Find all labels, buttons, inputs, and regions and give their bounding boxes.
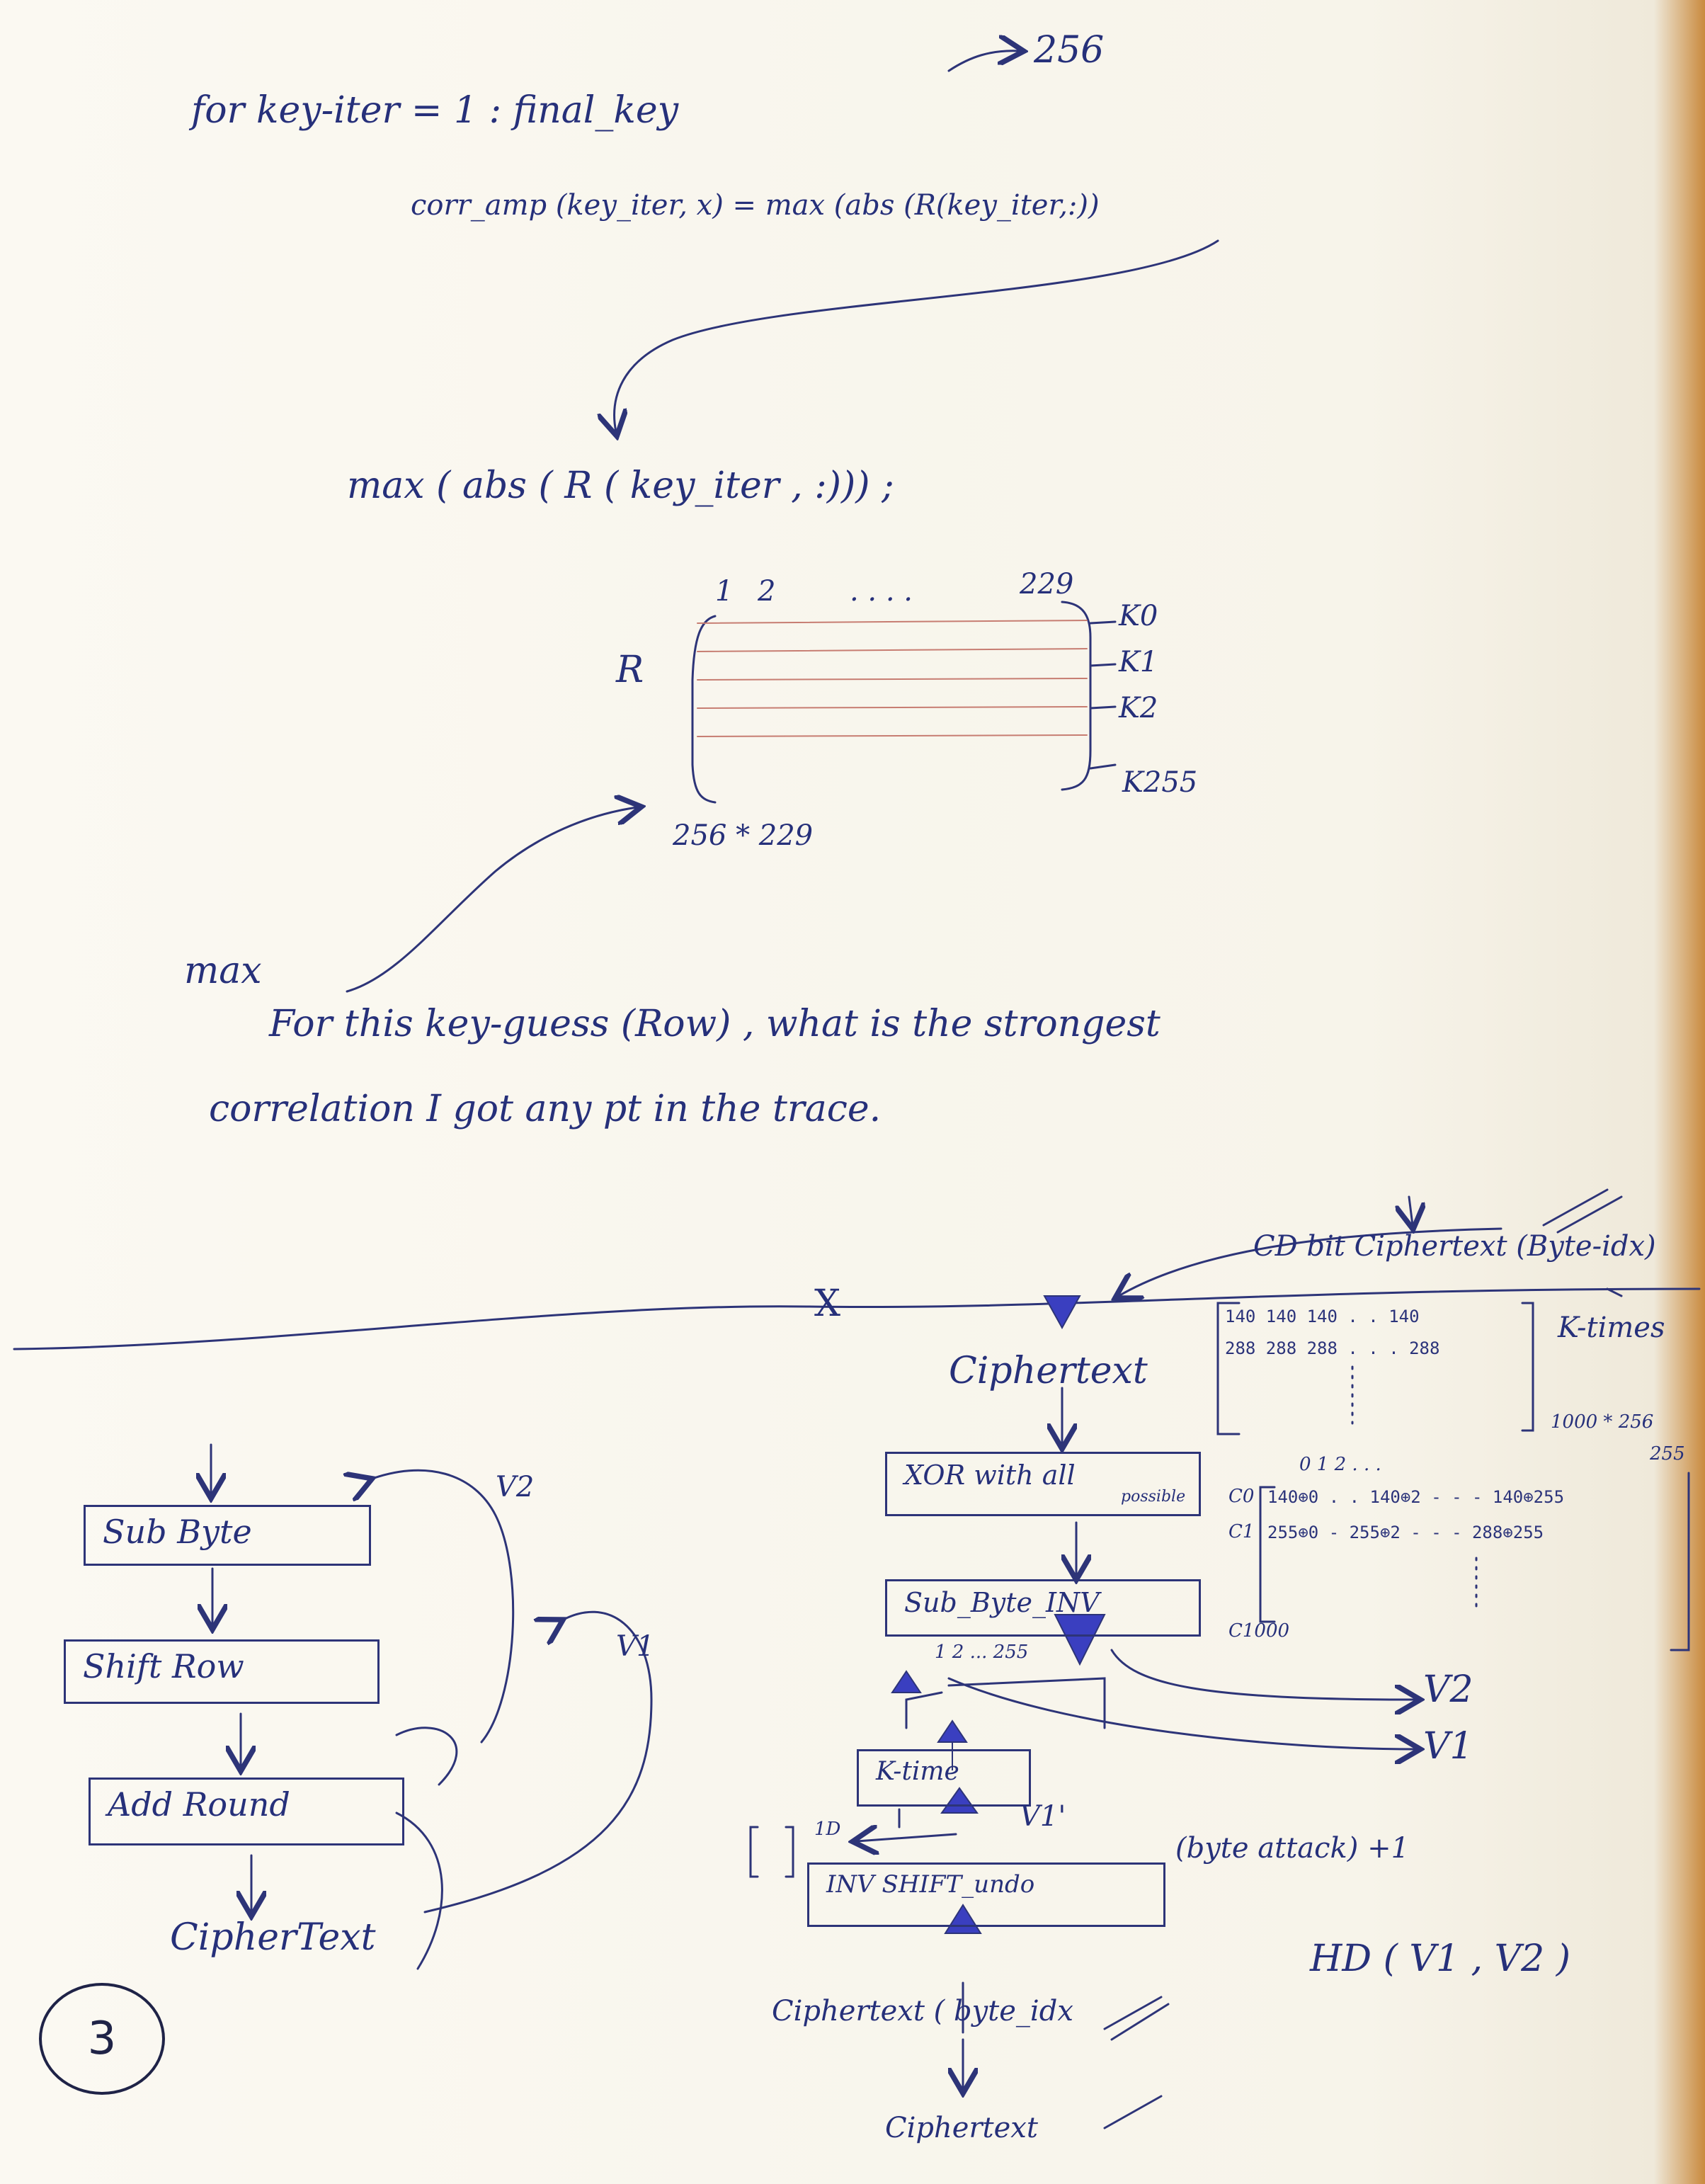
matrix-R-bracket-right — [1061, 601, 1092, 791]
arrow-v2 — [1110, 1649, 1416, 1700]
divider-x: X — [814, 1282, 841, 1325]
matrix-dims: 256 * 229 — [673, 819, 814, 852]
corr-amp-line: corr_amp (key_iter, x) = max (abs (R(key… — [411, 189, 1100, 222]
triangle-up-1 — [891, 1670, 922, 1693]
label-256: 256 — [1034, 29, 1105, 72]
byte-attack-label: (byte attack) +1 — [1175, 1832, 1410, 1865]
curve-arrow-max — [346, 807, 637, 993]
k-times-label: K-times — [1558, 1312, 1665, 1344]
ct-matrix-row2: 288 288 288 . . . 288 — [1225, 1338, 1440, 1358]
row-k1: K1 — [1119, 646, 1158, 678]
col-label-2: 2 — [758, 575, 776, 608]
byte-idx-nums: 1 2 ... 255 — [935, 1642, 1029, 1663]
box-inv-shift: INV SHIFT_undo — [807, 1862, 1165, 1927]
row-k0: K0 — [1119, 600, 1158, 632]
arrow-v1 — [947, 1677, 1416, 1749]
box-subbyte-inv: Sub_Byte_INV — [885, 1579, 1201, 1637]
ct-matrix-row1: 140 140 140 . . 140 — [1225, 1307, 1420, 1326]
xor-sub-label: possible — [1121, 1488, 1186, 1506]
triangle-down-1 — [1043, 1295, 1081, 1330]
xor-matrix-bracket — [1259, 1486, 1276, 1623]
max-label: max — [184, 950, 262, 992]
max-abs-line: max ( abs ( R ( key_iter , :))) ; — [347, 465, 894, 507]
ct-byte-header: CD bit Ciphertext (Byte-idx) — [1253, 1230, 1656, 1263]
right-v1: V1 — [1423, 1725, 1473, 1768]
dim-1000x256: 1000 * 256 — [1551, 1411, 1654, 1433]
xor-matrix-row1: 140⊕0 . . 140⊕2 - - - 140⊕255 — [1267, 1487, 1565, 1507]
note-line-a: For this key-guess (Row) , what is the s… — [269, 1003, 1161, 1045]
box-xor: XOR with all possible — [885, 1452, 1201, 1516]
row-k255: K255 — [1122, 766, 1198, 799]
left-ciphertext: CipherText — [170, 1916, 376, 1959]
box-sub-byte: Sub Byte — [84, 1505, 371, 1566]
ct-byte-idx: Ciphertext ( byte_idx — [772, 1995, 1073, 2027]
left-v1: V1 — [616, 1630, 655, 1663]
curve-v2 — [368, 1469, 515, 1744]
right-v2: V2 — [1423, 1668, 1473, 1711]
right-ciphertext: Ciphertext — [949, 1350, 1148, 1392]
arrow-to-256 — [947, 51, 1020, 72]
loop-line: for key-iter = 1 : final_key — [191, 89, 679, 132]
ct-bottom: Ciphertext — [885, 2112, 1038, 2144]
curve-v1 — [423, 1610, 653, 1913]
triangle-up-2 — [940, 1787, 979, 1814]
page-number-circle: 3 — [39, 1983, 165, 2095]
row-k2: K2 — [1119, 692, 1158, 724]
row-c0: C0 — [1228, 1486, 1255, 1507]
box-k-time: K-time — [857, 1749, 1031, 1807]
hd-label: HD ( V1 , V2 ) — [1310, 1938, 1571, 1980]
xor-matrix-row2: 255⊕0 - 255⊕2 - - - 288⊕255 — [1267, 1523, 1544, 1542]
row-c1000: C1000 — [1228, 1620, 1290, 1642]
matrix-R-bracket-left — [691, 615, 717, 804]
box-shift-row: Shift Row — [64, 1639, 380, 1704]
row-c1: C1 — [1228, 1521, 1255, 1542]
box-add-round: Add Round — [89, 1778, 404, 1845]
dim-255: 255 — [1650, 1443, 1685, 1464]
label-1d: 1D — [814, 1819, 841, 1840]
divider-line — [13, 1287, 1701, 1350]
left-v2: V2 — [496, 1471, 535, 1503]
col-label-last: 229 — [1020, 568, 1074, 601]
xor-matrix-head: 0 1 2 . . . — [1299, 1454, 1381, 1475]
v1-prime: V1' — [1020, 1800, 1066, 1833]
curve-arrow-corr — [615, 239, 1219, 432]
ct-matrix-bracket — [1216, 1302, 1241, 1435]
col-label-dots: . . . . — [850, 575, 913, 608]
col-label-1: 1 — [715, 575, 734, 608]
page-number: 3 — [87, 2013, 117, 2065]
curve-arrow-header — [1119, 1227, 1502, 1296]
arrow-1D — [857, 1834, 957, 1841]
note-line-b: correlation I got any pt in the trace. — [209, 1088, 882, 1130]
triangle-up-4 — [937, 1719, 968, 1743]
matrix-R-label: R — [616, 649, 644, 691]
triangle-down-2 — [1054, 1614, 1106, 1666]
